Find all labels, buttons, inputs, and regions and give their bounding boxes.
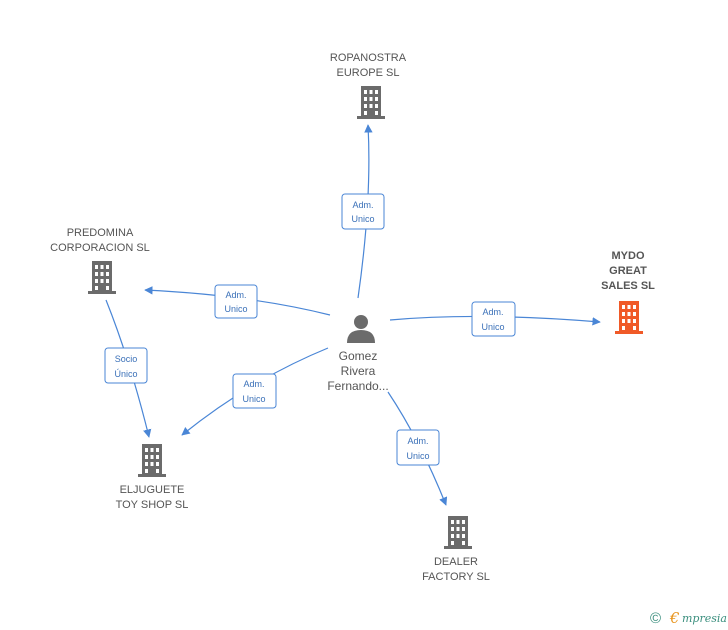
empresia-logo[interactable]: © € mpresia — [650, 609, 727, 627]
brand-name: mpresia — [682, 612, 727, 625]
edge-labels-layer: Adm. Unico Adm. Unico Adm. Unico Adm. Un… — [104, 193, 516, 466]
edge-label-eljuguete[interactable]: Adm. Unico — [232, 373, 277, 409]
edge-label-line2: Unico — [481, 322, 504, 332]
copyright-icon: © — [650, 610, 661, 627]
company-name-line2: CORPORACION SL — [50, 242, 150, 254]
company-name-line1: ROPANOSTRA — [330, 52, 407, 64]
person-name-line2: Rivera — [341, 364, 376, 378]
company-name-line2: TOY SHOP SL — [116, 499, 189, 511]
brand-initial: € — [669, 609, 680, 627]
edge-label-mydo[interactable]: Adm. Unico — [471, 301, 516, 337]
company-name-line1: MYDO — [612, 250, 645, 262]
edge-label-line2: Unico — [406, 451, 429, 461]
company-node-dealer[interactable]: DEALER FACTORY SL — [422, 516, 490, 583]
edge-label-predomina-eljuguete[interactable]: Socio Único — [104, 347, 148, 384]
edge-label-line1: Adm. — [482, 307, 503, 317]
company-name-line3: SALES SL — [601, 280, 655, 292]
building-icon — [615, 301, 643, 334]
company-node-eljuguete[interactable]: ELJUGUETE TOY SHOP SL — [116, 444, 189, 511]
company-name-line1: ELJUGUETE — [120, 484, 185, 496]
edge-label-line1: Adm. — [407, 436, 428, 446]
company-node-mydo[interactable]: MYDO GREAT SALES SL — [601, 250, 655, 334]
building-icon — [88, 261, 116, 294]
edges-layer — [105, 124, 601, 506]
building-icon — [357, 86, 385, 119]
edge-label-line1: Socio — [115, 354, 138, 364]
company-name-line2: FACTORY SL — [422, 571, 490, 583]
edge-label-predomina[interactable]: Adm. Unico — [214, 284, 258, 319]
building-icon — [444, 516, 472, 549]
company-name-line1: PREDOMINA — [67, 227, 134, 239]
person-name-line3: Fernando... — [327, 379, 388, 393]
person-name-line1: Gomez — [339, 349, 378, 363]
building-icon — [138, 444, 166, 477]
company-name-line2: GREAT — [609, 265, 647, 277]
center-person-node[interactable]: Gomez Rivera Fernando... — [327, 315, 389, 393]
edge-label-ropanostra[interactable]: Adm. Unico — [341, 193, 385, 230]
person-icon — [347, 315, 375, 343]
edge-label-line1: Adm. — [352, 200, 373, 210]
edge-label-line2: Unico — [351, 214, 374, 224]
company-name-line2: EUROPE SL — [337, 67, 400, 79]
company-name-line1: DEALER — [434, 556, 478, 568]
edge-label-line2: Unico — [224, 304, 247, 314]
edge-label-line2: Unico — [242, 394, 265, 404]
company-node-predomina[interactable]: PREDOMINA CORPORACION SL — [50, 227, 150, 294]
edge-label-line1: Adm. — [225, 290, 246, 300]
edge-label-dealer[interactable]: Adm. Unico — [396, 429, 440, 466]
edge-label-line1: Adm. — [243, 379, 264, 389]
edge-label-line2: Único — [114, 369, 137, 379]
company-node-ropanostra[interactable]: ROPANOSTRA EUROPE SL — [330, 52, 407, 119]
